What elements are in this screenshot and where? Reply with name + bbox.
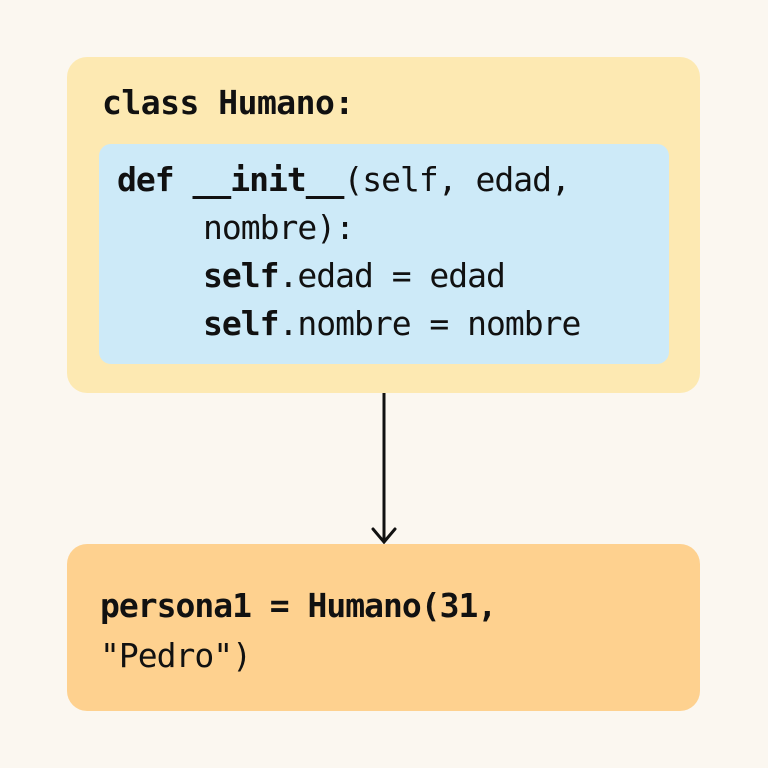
init-params-end: nombre): xyxy=(203,208,355,247)
down-arrow-icon xyxy=(371,393,397,545)
class-definition-box: class Humano: def __init__(self, edad, n… xyxy=(67,57,700,393)
assign-edad-rest: .edad = edad xyxy=(278,256,505,295)
init-method-name: __init__ xyxy=(192,160,344,199)
assign-edad-line: self.edad = edad xyxy=(203,256,506,296)
instance-line-1: persona1 = Humano(31, xyxy=(100,586,497,625)
self-keyword: self xyxy=(203,256,279,295)
init-signature-line: def __init__(self, edad, xyxy=(117,160,571,200)
def-keyword: def xyxy=(117,160,175,199)
instance-creation-box: persona1 = Humano(31, "Pedro") xyxy=(67,544,700,711)
init-params-start: (self, edad, xyxy=(343,160,570,199)
assign-nombre-line: self.nombre = nombre xyxy=(203,304,581,344)
assign-nombre-rest: .nombre = nombre xyxy=(278,304,581,343)
class-header: class Humano: xyxy=(102,83,354,122)
instance-line-2: "Pedro") xyxy=(100,636,252,675)
self-keyword: self xyxy=(203,304,279,343)
init-method-box: def __init__(self, edad, nombre): self.e… xyxy=(99,144,669,364)
